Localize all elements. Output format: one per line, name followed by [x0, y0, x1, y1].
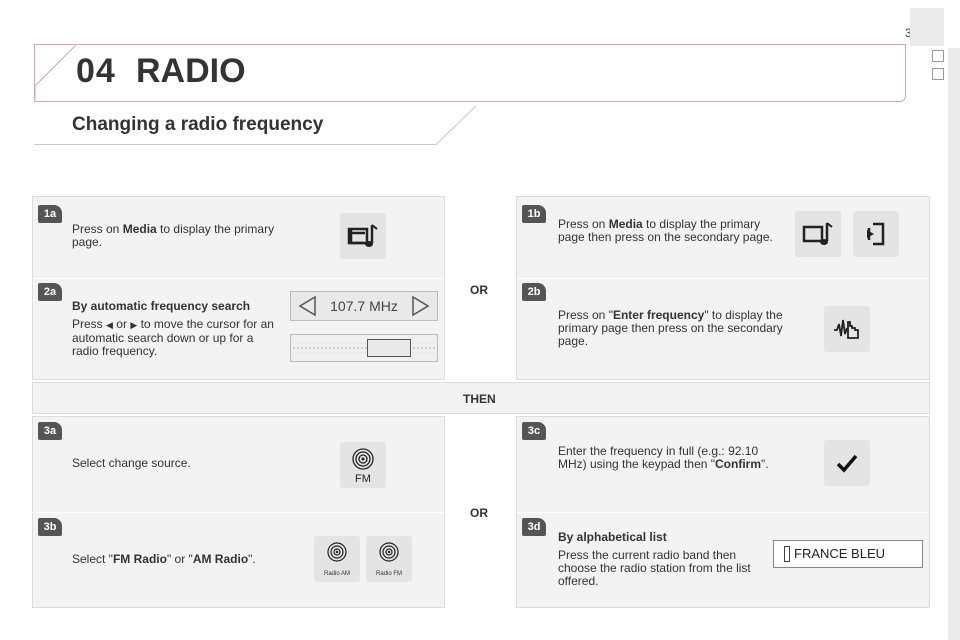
step-3d-text: Press the current radio band then choose…	[558, 548, 751, 588]
frequency-scale[interactable]	[290, 334, 438, 362]
step-2a-heading: By automatic frequency search	[72, 299, 251, 313]
frequency-scale-ticks	[293, 342, 435, 354]
step-3a-text: Select change source.	[72, 456, 191, 470]
chapter-title: RADIO	[136, 52, 246, 90]
media-button[interactable]	[795, 211, 841, 257]
divider	[32, 512, 444, 513]
media-icon	[347, 224, 378, 247]
step-2b-text: Press on "Enter frequency" to display th…	[558, 308, 783, 348]
frequency-display[interactable]: 107.7 MHz	[290, 291, 438, 321]
confirm-check-icon	[836, 454, 858, 473]
enter-frequency-icon	[834, 319, 859, 339]
arrow-right-icon: ▶	[130, 320, 138, 330]
station-list-button[interactable]: FRANCE BLEU	[773, 540, 923, 568]
sidebar-tab	[910, 8, 944, 46]
radio-am-button[interactable]: Radio AM	[314, 536, 360, 582]
radio-wave-icon	[327, 542, 347, 562]
step-badge-3b: 3b	[38, 518, 62, 536]
secondary-page-button[interactable]	[853, 211, 899, 257]
frequency-value: 107.7 MHz	[330, 298, 398, 314]
step-badge-3d: 3d	[522, 518, 546, 536]
or-separator: OR	[470, 506, 488, 520]
confirm-button[interactable]	[824, 440, 870, 486]
frequency-cursor[interactable]	[367, 339, 411, 357]
step-badge-3a: 3a	[38, 422, 62, 440]
divider	[32, 278, 444, 279]
enter-frequency-button[interactable]	[824, 306, 870, 352]
divider	[516, 278, 929, 279]
fm-label: FM	[355, 473, 371, 485]
panel-then	[32, 382, 930, 414]
step-badge-3c: 3c	[522, 422, 546, 440]
step-1b-text: Press on Media to display the primary pa…	[558, 217, 773, 244]
secondary-page-icon	[867, 222, 885, 246]
step-badge-2a: 2a	[38, 283, 62, 301]
radio-am-label: Radio AM	[323, 571, 350, 577]
step-2a-text: Press ◀ or ▶ to move the cursor for an a…	[72, 317, 274, 358]
section-title: Changing a radio frequency	[72, 114, 324, 135]
nav-square[interactable]	[932, 68, 944, 80]
step-3b-text: Select "FM Radio" or "AM Radio".	[72, 552, 256, 566]
step-3d-heading: By alphabetical list	[558, 530, 667, 544]
step-3c-text: Enter the frequency in full (e.g.: 92.10…	[558, 444, 769, 471]
step-1a-text: Press on Media to display the primary pa…	[72, 222, 275, 249]
chapter-number: 04	[76, 52, 116, 90]
media-button[interactable]	[340, 213, 386, 259]
or-separator: OR	[470, 283, 488, 297]
radio-wave-icon	[352, 448, 374, 470]
step-badge-1b: 1b	[522, 205, 546, 223]
arrow-left-icon: ◀	[106, 320, 113, 330]
seek-down-icon[interactable]	[297, 295, 317, 317]
section-header-frame	[34, 105, 477, 145]
radio-fm-label: Radio FM	[375, 571, 402, 577]
change-source-button[interactable]: FM	[340, 442, 386, 488]
step-badge-2b: 2b	[522, 283, 546, 301]
header-corner-decoration	[34, 44, 77, 100]
then-separator: THEN	[463, 392, 496, 406]
media-icon	[802, 222, 833, 245]
step-badge-1a: 1a	[38, 205, 62, 223]
station-name: FRANCE BLEU	[794, 546, 886, 561]
chapter-header	[34, 44, 906, 102]
radio-wave-icon	[379, 542, 399, 562]
divider	[516, 512, 929, 513]
list-bracket-icon	[784, 546, 790, 562]
nav-square[interactable]	[932, 50, 944, 62]
radio-fm-button[interactable]: Radio FM	[366, 536, 412, 582]
seek-up-icon[interactable]	[411, 295, 431, 317]
sidebar-strip	[948, 48, 960, 640]
